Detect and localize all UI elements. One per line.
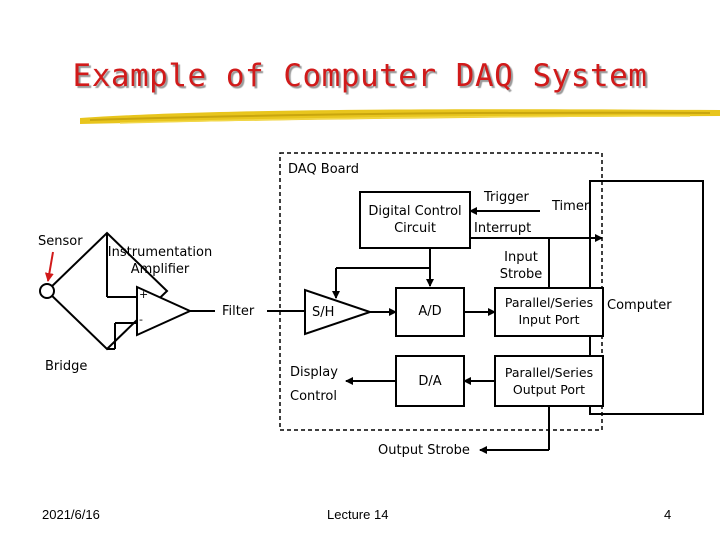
bridge-label: Bridge [45,359,88,374]
parallel-input-label: Parallel/Series Input Port [504,295,594,327]
amplifier-label: Instrumentation Amplifier [107,245,213,277]
slide-title: Example of Computer DAQ System [72,58,648,94]
amp-minus-label: - [139,313,143,326]
adc-label: A/D [418,304,442,319]
bridge-diamond [45,231,169,351]
output-strobe-label: Output Strobe [378,443,470,458]
lecture-label: Lecture 14 [327,507,389,522]
daq-board-outline [279,152,603,431]
computer-label: Computer [607,298,672,313]
digital-control-box [359,191,471,249]
digital-control-label: Digital Control Circuit [368,204,462,236]
trigger-label: Trigger [484,190,529,205]
display-control-label-1: Display [290,365,338,380]
amplifier-triangle [136,285,193,337]
daq-board-label: DAQ Board [288,162,360,177]
sensor-label: Sensor [38,234,83,249]
parallel-input-port [494,287,604,337]
page-number: 4 [664,507,672,522]
dac-box [395,355,465,407]
sample-hold-label: S/H [312,305,335,320]
sensor-element [39,283,55,299]
parallel-output-label: Parallel/Series Output Port [504,365,594,397]
slide-date: 2021/6/16 [42,507,100,522]
dac-label: D/A [418,374,442,389]
interrupt-label: Interrupt [474,221,532,236]
filter-label: Filter [222,304,255,319]
input-strobe-label: Input Strobe [499,250,543,282]
timer-label: Timer [552,199,590,214]
title-underline-brush [80,109,720,124]
display-control-label-2: Control [290,389,337,404]
sample-hold-triangle [304,288,374,336]
amp-plus-label: + [139,288,149,301]
